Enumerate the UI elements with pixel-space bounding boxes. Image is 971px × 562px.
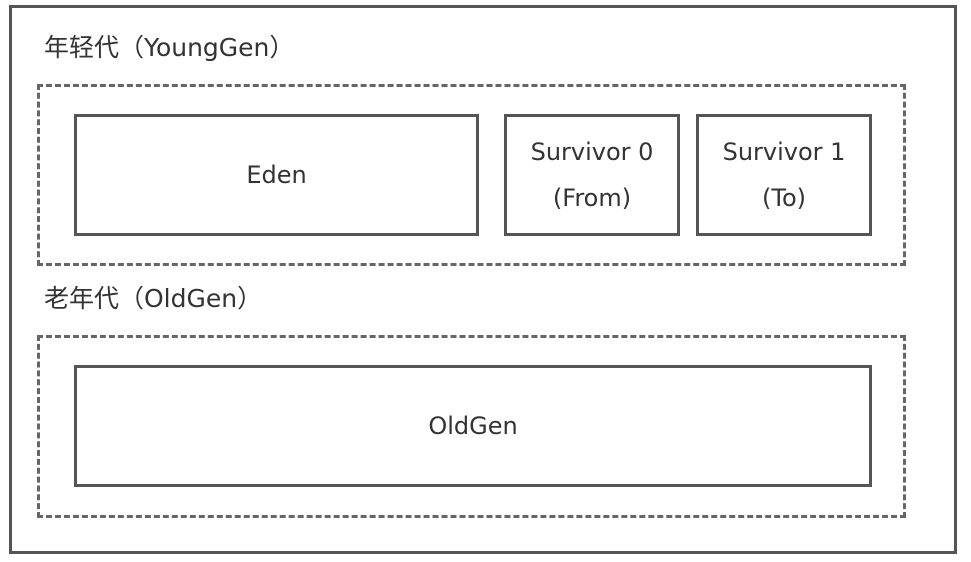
survivor-1-role: (To) (762, 184, 806, 212)
eden-label: Eden (246, 161, 307, 189)
young-gen-region (37, 84, 906, 266)
old-gen-label: 老年代（OldGen） (44, 284, 263, 313)
old-gen-box-label: OldGen (428, 412, 518, 440)
survivor-1-box: Survivor 1 (To) (696, 114, 872, 236)
survivor-1-label: Survivor 1 (722, 138, 846, 166)
survivor-0-box: Survivor 0 (From) (504, 114, 680, 236)
old-gen-box: OldGen (74, 365, 872, 487)
survivor-0-role: (From) (552, 184, 632, 212)
old-gen-region (37, 335, 906, 518)
young-gen-label: 年轻代（YoungGen） (44, 33, 295, 62)
survivor-0-label: Survivor 0 (530, 138, 654, 166)
eden-box: Eden (74, 114, 479, 236)
